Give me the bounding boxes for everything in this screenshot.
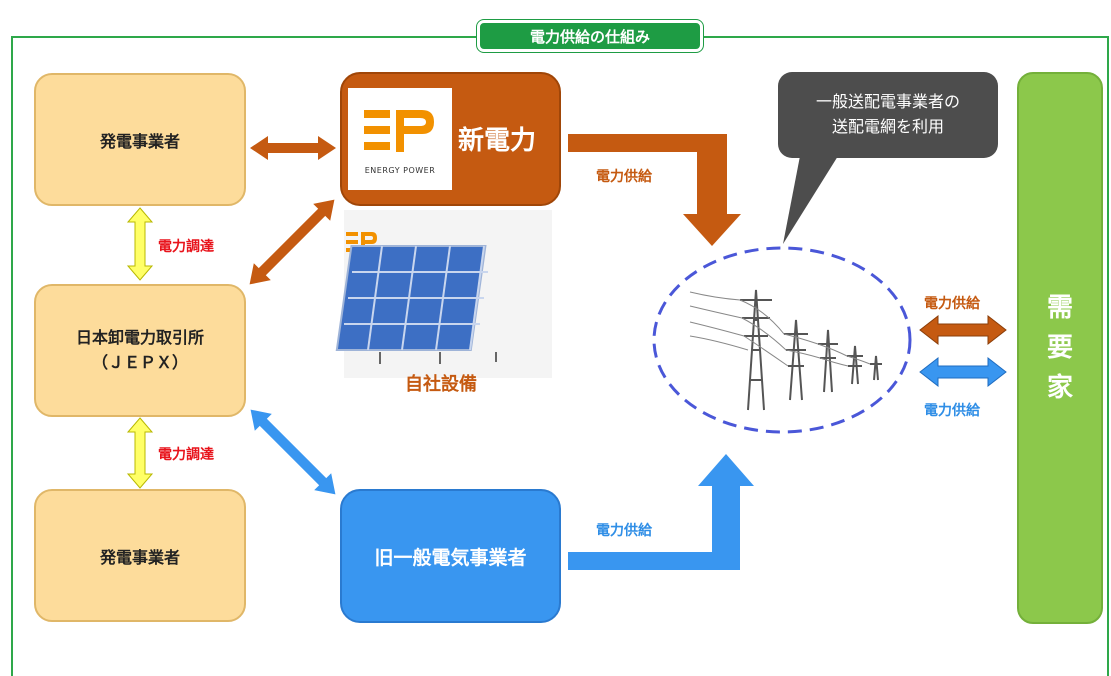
self-equipment-label: 自社設備 bbox=[405, 374, 477, 395]
power-grid-ellipse bbox=[652, 246, 912, 434]
jepx-name: 日本卸電力取引所 bbox=[75, 327, 204, 347]
arrow-procurement-bottom bbox=[126, 417, 154, 489]
jepx-abbrev: （ＪＥＰＸ） bbox=[91, 352, 188, 372]
customer-box: 需 要 家 bbox=[1017, 72, 1103, 624]
jepx-box: 日本卸電力取引所 （ＪＥＰＸ） bbox=[34, 284, 246, 417]
supply-label-new-power: 電力供給 bbox=[596, 169, 652, 185]
customer-char-2: 要 bbox=[1046, 332, 1073, 363]
power-lines bbox=[689, 291, 871, 367]
callout-tail bbox=[783, 156, 838, 244]
logo-text: ENERGY POWER bbox=[364, 165, 436, 175]
supply-label-old-utility: 電力供給 bbox=[596, 523, 652, 539]
customer-char-3: 家 bbox=[1046, 373, 1073, 404]
new-power-label: 新電力 bbox=[458, 126, 537, 156]
procurement-label-bottom: 電力調達 bbox=[158, 447, 214, 463]
diagram-title: 電力供給の仕組み bbox=[476, 19, 704, 53]
supply-label-customer-blue: 電力供給 bbox=[924, 403, 980, 419]
diagram-graphics bbox=[126, 134, 1007, 570]
arrow-generator-newpower bbox=[250, 136, 336, 160]
solar-panels-icon bbox=[335, 245, 497, 364]
arrow-supply-newpower bbox=[568, 134, 741, 246]
arrow-customer-brown bbox=[919, 314, 1007, 346]
arrow-supply-oldutility bbox=[568, 454, 754, 570]
grid-callout: 一般送配電事業者の 送配電網を利用 bbox=[778, 72, 998, 158]
transmission-tower-icon bbox=[740, 289, 882, 411]
old-utility-box: 旧一般電気事業者 bbox=[340, 489, 561, 623]
generator-box-top: 発電事業者 bbox=[34, 73, 246, 206]
arrow-procurement-top bbox=[126, 207, 154, 281]
energy-power-logo: ENERGY POWER bbox=[348, 88, 452, 190]
ep-logo-mark-icon bbox=[364, 109, 434, 152]
callout-line-2: 送配電網を利用 bbox=[831, 117, 944, 136]
callout-line-1: 一般送配電事業者の bbox=[815, 92, 960, 112]
arrow-jepx-newpower bbox=[249, 199, 335, 285]
customer-char-1: 需 bbox=[1046, 292, 1073, 323]
arrow-jepx-oldutility bbox=[250, 409, 336, 495]
generator-box-bottom: 発電事業者 bbox=[34, 489, 246, 622]
arrow-customer-blue bbox=[919, 356, 1007, 388]
procurement-label-top: 電力調達 bbox=[158, 239, 214, 255]
supply-label-customer-brown: 電力供給 bbox=[924, 296, 980, 312]
